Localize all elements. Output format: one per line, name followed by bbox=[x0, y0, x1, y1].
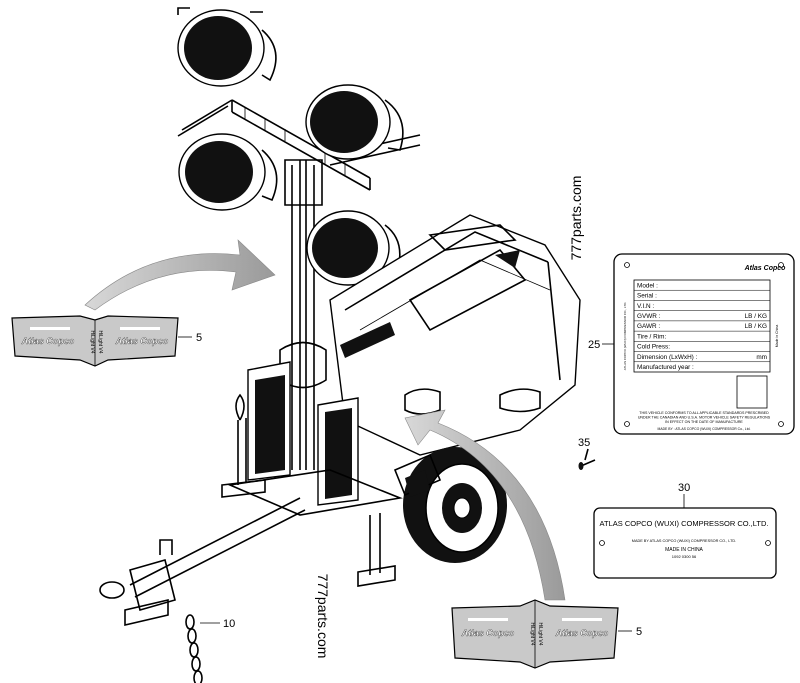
frame-and-drawbar bbox=[99, 393, 403, 627]
arrow-bottom-decal bbox=[404, 409, 566, 601]
data-plate-row-unit: LB / KG bbox=[745, 323, 767, 330]
data-plate-rows: Model : Serial : V.I.N : GVWR : LB / KG GAWR … bbox=[634, 282, 770, 371]
floodlight-2 bbox=[305, 84, 404, 160]
control-boxes bbox=[247, 361, 359, 506]
name-plate-line-1: MADE BY ATLAS COPCO (WUXI) COMPRESSOR CO… bbox=[632, 539, 736, 543]
decal-bottom: Atlas Copco Atlas Copco HiLight V4 HiLig… bbox=[451, 599, 619, 669]
data-plate-brand: Atlas Copco bbox=[744, 265, 787, 272]
callout-decal-left: 5 bbox=[196, 332, 202, 344]
floodlight-4 bbox=[306, 210, 401, 286]
canopy bbox=[329, 214, 581, 456]
watermark-bottom-center: 777parts.com bbox=[315, 574, 331, 659]
data-plate-row-label: Serial : bbox=[637, 293, 657, 300]
decal-bottom-model-2: HiLight V4 bbox=[537, 622, 543, 645]
callout-decal-bottom: 5 bbox=[636, 626, 642, 638]
name-plate: ATLAS COPCO (WUXI) COMPRESSOR CO.,LTD. M… bbox=[593, 507, 777, 579]
data-plate-row-label: Model : bbox=[637, 282, 658, 289]
callout-data-plate: 25 bbox=[588, 339, 600, 351]
data-plate-side-left: ATLAS COPCO (WUXI) COMPRESSOR CO., LTD. bbox=[623, 302, 627, 371]
callouts: 5 5 25 35 30 10 bbox=[178, 332, 690, 638]
data-plate-footer-1: THIS VEHICLE CONFORMS TO ALL APPLICABLE … bbox=[639, 411, 769, 415]
name-plate-title: ATLAS COPCO (WUXI) COMPRESSOR CO.,LTD. bbox=[600, 519, 769, 528]
data-plate-row-label: Tire / Rim: bbox=[637, 333, 666, 340]
light-tower-machine bbox=[99, 7, 581, 683]
name-plate-line-2: MADE IN CHINA bbox=[665, 547, 703, 553]
data-plate-row-label: Dimension (LxWxH) : bbox=[637, 354, 698, 361]
data-plate-row-unit: LB / KG bbox=[745, 313, 767, 320]
decal-left-model-2: HiLight V4 bbox=[97, 330, 103, 353]
floodlight-3 bbox=[178, 133, 278, 211]
decal-bottom-logo-2: Atlas Copco bbox=[555, 628, 609, 638]
data-plate-row-label: Cold Press: bbox=[637, 344, 670, 351]
data-plate-side-right: Made in China bbox=[775, 325, 779, 348]
decal-bottom-logo-1: Atlas Copco bbox=[461, 628, 515, 638]
decal-left-logo-1: Atlas Copco bbox=[21, 336, 75, 346]
data-plate-row-label: GVWR : bbox=[637, 313, 661, 320]
decal-left: Atlas Copco Atlas Copco HiLight V4 HiLig… bbox=[11, 315, 179, 367]
mast bbox=[279, 159, 327, 470]
decal-left-model: HiLight V4 bbox=[89, 330, 95, 353]
data-plate-row-label: GAWR : bbox=[637, 323, 660, 330]
data-plate-row-unit: mm bbox=[756, 354, 767, 361]
data-plate: Atlas Copco ATLAS COPCO (WUXI) COMPRESSO… bbox=[613, 253, 795, 435]
data-plate-row-label: Manufactured year : bbox=[637, 364, 694, 371]
data-plate-footer-4: MADE BY : ATLAS COPCO (WUXI) COMPRESSOR … bbox=[658, 427, 751, 431]
rivet bbox=[578, 448, 596, 470]
data-plate-row-label: V.I.N : bbox=[637, 303, 654, 310]
safety-chain bbox=[185, 614, 203, 683]
name-plate-line-3: 1092 0300 56 bbox=[672, 554, 697, 559]
watermark-top-right: 777parts.com bbox=[568, 176, 584, 261]
wheel bbox=[393, 447, 507, 563]
decal-bottom-model: HiLight V4 bbox=[529, 622, 535, 645]
data-plate-footer-3: IN EFFECT ON THE DATE OF MANUFACTURE bbox=[665, 420, 743, 424]
callout-name-plate: 30 bbox=[678, 482, 690, 494]
callout-chain: 10 bbox=[223, 618, 235, 630]
decal-left-logo-2: Atlas Copco bbox=[115, 336, 169, 346]
callout-rivet: 35 bbox=[578, 437, 590, 449]
arrow-left-decal bbox=[84, 239, 276, 311]
floodlight-1 bbox=[177, 7, 277, 87]
data-plate-footer-2: UNDER THE CANADIAN AND U.S.A. MOTOR VEHI… bbox=[638, 416, 771, 420]
